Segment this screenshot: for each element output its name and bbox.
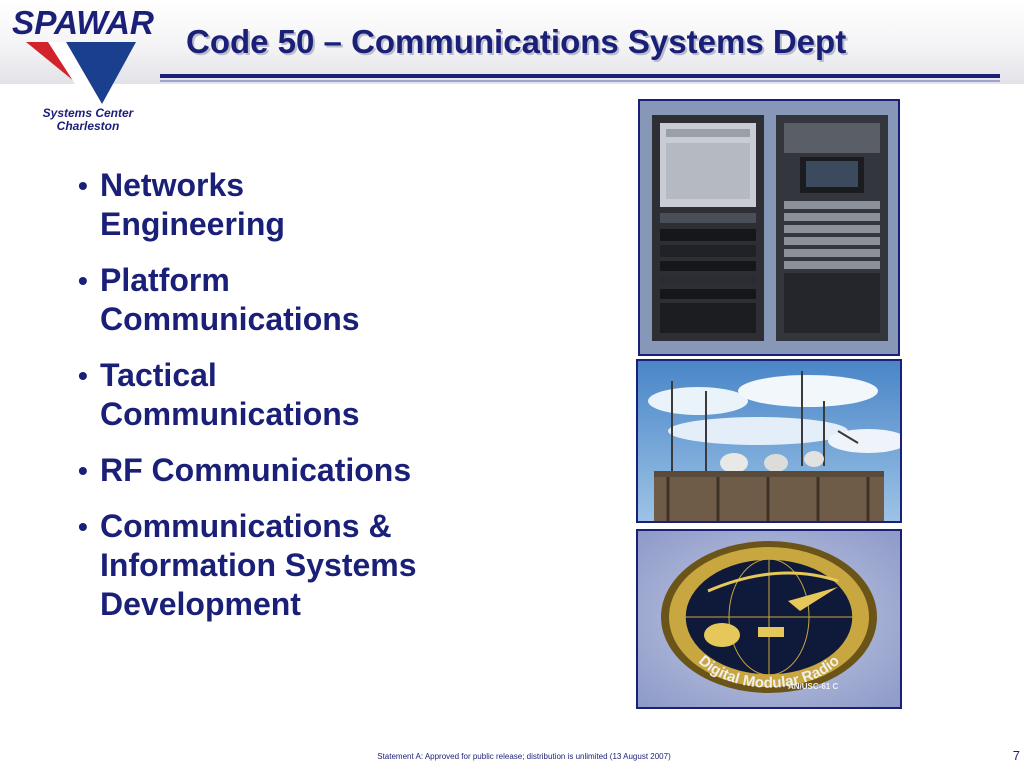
antenna-platform-photo [636,359,902,523]
bullet-text-line1: Communications & [100,508,392,544]
header-band [0,0,1024,84]
bullet-item: • Communications & Information Systems D… [76,507,516,624]
bullet-list: • Networks Engineering • Platform Commun… [76,166,516,641]
digital-modular-radio-seal-image: Digital Modular Radio AN/USC-61 C [638,531,900,707]
logo-subtitle-line2: Charleston [56,119,120,133]
antenna-platform-image [638,361,900,521]
footer-statement: Statement A: Approved for public release… [377,752,671,761]
bullet-item: • Networks Engineering [76,166,516,244]
seal-subtext: AN/USC-61 C [788,682,838,691]
equipment-racks-image [640,101,898,354]
slide-title: Code 50 – Communications Systems Dept [186,23,847,60]
logo-wordmark: SPAWAR [12,4,154,41]
spawar-chevron-icon: SPAWAR [12,4,154,104]
bullet-item: • Tactical Communications [76,356,516,434]
bullet-item: • RF Communications [76,451,516,490]
logo-subtitle-line1: Systems Center [42,106,134,120]
bullet-text-line1: Platform [100,262,230,298]
bullet-text-line1: Networks [100,167,245,203]
bullet-text-line1: RF Communications [100,452,412,488]
bullet-text-line2: Communications [100,396,360,432]
bullet-text-line3: Development [100,586,301,622]
page-number: 7 [1012,748,1020,763]
bullet-item: • Platform Communications [76,261,516,339]
header-rule-thin [160,80,1000,82]
bullet-text-line2: Information Systems [100,547,417,583]
bullet-icon: • [78,265,88,296]
equipment-racks-photo [638,99,900,356]
spawar-logo: SPAWAR Systems Center Charleston [8,4,158,136]
bullet-text-line2: Engineering [100,206,285,242]
digital-modular-radio-seal-photo: Digital Modular Radio AN/USC-61 C [636,529,902,709]
bullet-icon: • [78,511,88,542]
header-rule [160,74,1000,78]
bullet-icon: • [78,360,88,391]
bullet-text-line2: Communications [100,301,360,337]
bullet-text-line1: Tactical [100,357,217,393]
bullet-icon: • [78,455,88,486]
bullet-icon: • [78,170,88,201]
